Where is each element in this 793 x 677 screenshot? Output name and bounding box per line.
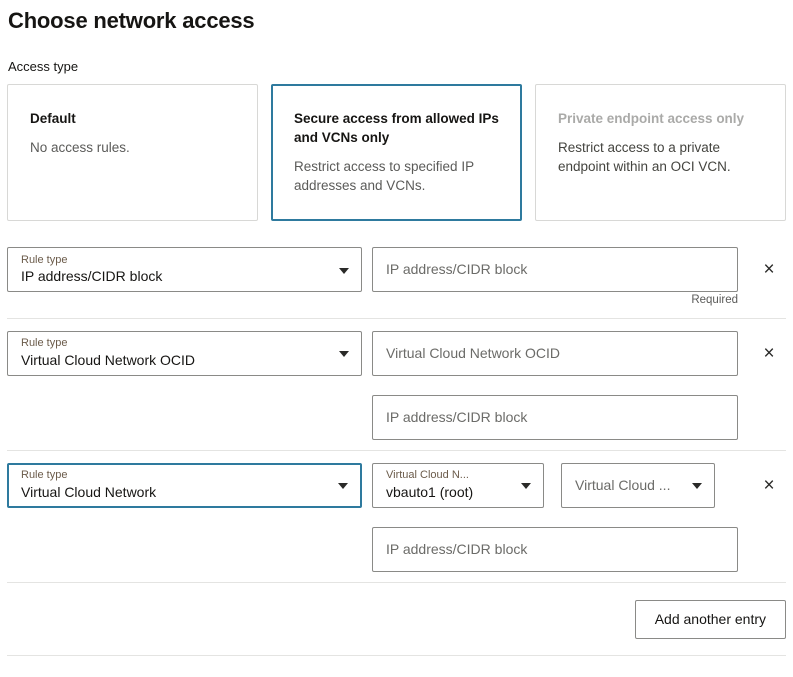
rule-type-value: Virtual Cloud Network (21, 484, 157, 501)
ip-cidr-input-2[interactable]: IP address/CIDR block (372, 394, 738, 440)
vcn-ocid-placeholder: Virtual Cloud Network OCID (386, 345, 561, 362)
access-rule-row-2: Rule type Virtual Cloud Network OCID Vir… (7, 319, 786, 450)
ip-cidr-input-1[interactable]: IP address/CIDR block (372, 247, 738, 292)
chevron-down-icon (339, 351, 349, 358)
vcn-ocid-input-2[interactable]: Virtual Cloud Network OCID (372, 330, 738, 376)
rule-type-value: Virtual Cloud Network OCID (21, 352, 196, 369)
remove-rule-button-3[interactable]: × (752, 463, 786, 508)
rule-type-select-2[interactable]: Rule type Virtual Cloud Network OCID (7, 330, 362, 376)
page-title: Choose network access (8, 8, 255, 33)
rule-type-select-1[interactable]: Rule type IP address/CIDR block (7, 247, 362, 292)
access-type-card-private-endpoint: Private endpoint access only Restrict ac… (535, 84, 786, 221)
card-description: Restrict access to a private endpoint wi… (558, 140, 731, 175)
rule-divider-2 (7, 449, 786, 451)
card-title: Secure access from allowed IPs and VCNs … (294, 111, 499, 146)
close-icon: × (763, 474, 775, 496)
card-title: Private endpoint access only (558, 111, 745, 126)
access-rule-list: Rule type IP address/CIDR block IP addre… (7, 235, 786, 656)
add-another-entry-button[interactable]: Add another entry (634, 599, 786, 639)
close-icon: × (763, 259, 775, 280)
close-icon: × (763, 342, 775, 364)
access-type-card-group: Default No access rules. Secure access f… (7, 84, 786, 221)
card-title: Default (30, 111, 76, 126)
access-type-label: Access type (8, 59, 79, 74)
access-type-card-default[interactable]: Default No access rules. (7, 84, 258, 221)
vcn-compartment-select-3[interactable]: Virtual Cloud N... vbauto1 (root) (372, 462, 544, 508)
access-rule-row-3: Rule type Virtual Cloud Network Virtual … (7, 451, 786, 582)
rule-type-select-3[interactable]: Rule type Virtual Cloud Network (7, 462, 362, 508)
rule-type-column: Rule type Virtual Cloud Network OCID (7, 330, 362, 376)
vcn-compartment-label: Virtual Cloud N... (386, 469, 469, 482)
rule-type-label: Rule type (21, 337, 68, 350)
rule-type-column: Rule type Virtual Cloud Network (7, 462, 362, 508)
rule-type-label: Rule type (21, 469, 68, 482)
ip-cidr-placeholder: IP address/CIDR block (386, 541, 528, 558)
card-description: No access rules. (30, 140, 130, 156)
vcn-placeholder: Virtual Cloud ... (575, 477, 671, 494)
chevron-down-icon (338, 483, 348, 490)
footer-actions: Add another entry (7, 583, 786, 655)
rule-value-column: Virtual Cloud Network OCID IP address/CI… (372, 330, 738, 440)
access-rule-row-1: Rule type IP address/CIDR block IP addre… (7, 235, 786, 318)
rule-value-column: IP address/CIDR block Required (372, 247, 738, 308)
rule-type-label: Rule type (21, 253, 68, 266)
rule-type-value: IP address/CIDR block (21, 268, 163, 285)
card-description: Restrict access to specified IP addresse… (294, 159, 474, 194)
chevron-down-icon (521, 483, 531, 490)
rule-divider-3 (7, 581, 786, 583)
remove-rule-button-1[interactable]: × (752, 247, 786, 292)
required-helper-text: Required (691, 294, 738, 306)
ip-cidr-input-3[interactable]: IP address/CIDR block (372, 526, 738, 572)
ip-cidr-placeholder: IP address/CIDR block (386, 409, 528, 426)
ip-cidr-placeholder: IP address/CIDR block (386, 261, 528, 278)
vcn-compartment-value: vbauto1 (root) (386, 484, 474, 501)
rule-divider-1 (7, 317, 786, 319)
footer-divider (7, 654, 786, 656)
chevron-down-icon (692, 483, 702, 490)
rule-value-column: Virtual Cloud N... vbauto1 (root) Virtua… (372, 462, 738, 572)
vcn-select-3[interactable]: Virtual Cloud ... (561, 462, 715, 508)
rule-type-column: Rule type IP address/CIDR block (7, 247, 362, 292)
chevron-down-icon (339, 267, 349, 274)
access-type-card-secure-access[interactable]: Secure access from allowed IPs and VCNs … (271, 84, 522, 221)
vcn-selector-group: Virtual Cloud N... vbauto1 (root) Virtua… (372, 462, 738, 508)
remove-rule-button-2[interactable]: × (752, 331, 786, 376)
